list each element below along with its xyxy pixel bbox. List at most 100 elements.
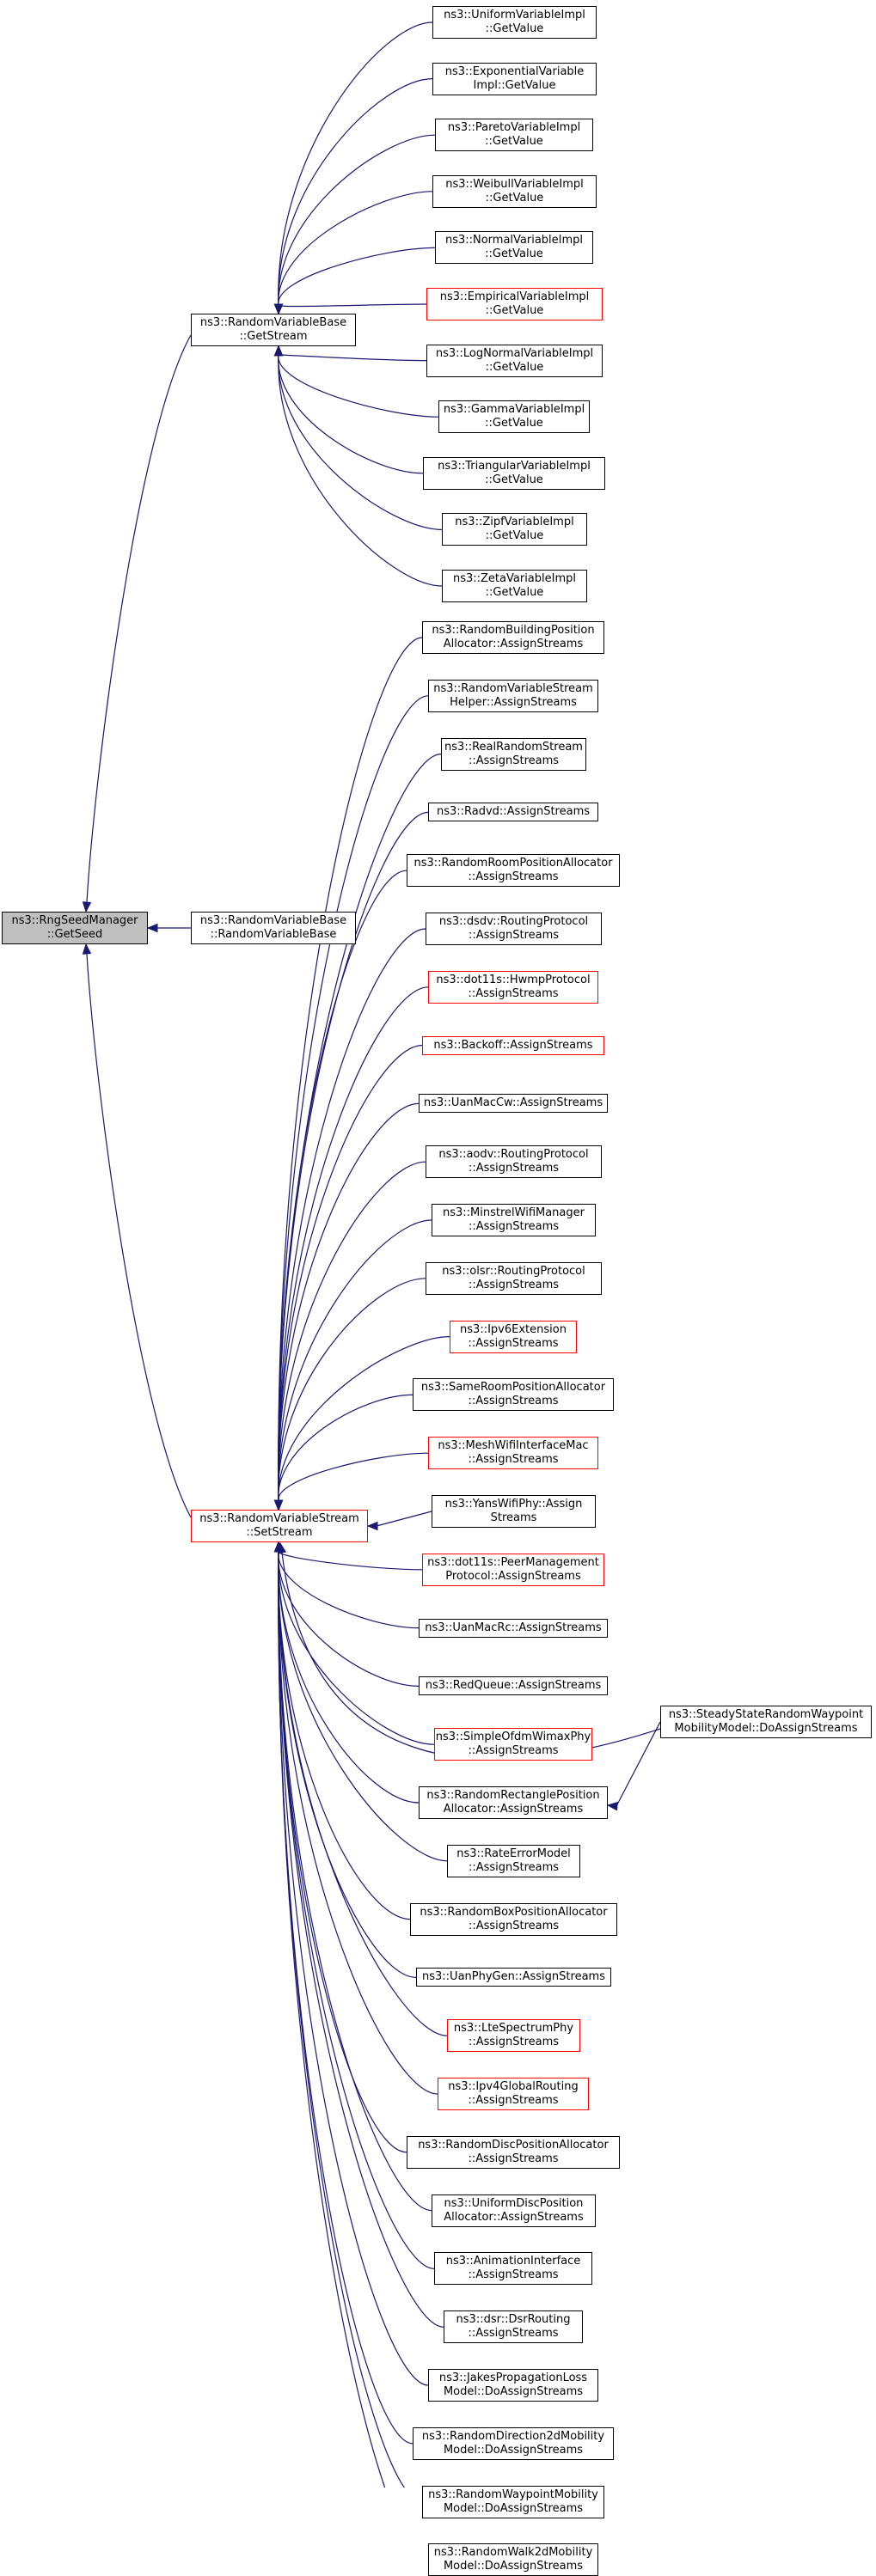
node-assignstreams-caller[interactable]: ns3::olsr::RoutingProtocol::AssignStream… — [426, 1261, 602, 1295]
node-assignstreams-caller[interactable]: ns3::Radvd::AssignStreams — [428, 803, 598, 822]
node-getvalue-caller[interactable]: ns3::LogNormalVariableImpl::GetValue — [426, 344, 603, 377]
node-line-2: ::AssignStreams — [468, 1860, 560, 1874]
getstream-to-root-arrowhead — [82, 901, 92, 913]
node-assignstreams-caller[interactable]: ns3::RandomBoxPositionAllocator::AssignS… — [410, 1902, 617, 1936]
node-assignstreams-caller[interactable]: ns3::AnimationInterface::AssignStreams — [434, 2252, 592, 2286]
assignstreams-edge — [278, 811, 429, 1502]
node-random-variable-base-constructor[interactable]: ns3::RandomVariableBase ::RandomVariable… — [191, 912, 356, 944]
node-assignstreams-caller[interactable]: ns3::dsdv::RoutingProtocol::AssignStream… — [426, 913, 602, 945]
node-line-1: ns3::NormalVariableImpl — [444, 234, 584, 247]
node-getvalue-caller[interactable]: ns3::TriangularVariableImpl::GetValue — [423, 456, 605, 490]
node-assignstreams-caller[interactable]: ns3::RateErrorModel::AssignStreams — [447, 1844, 580, 1877]
assignstreams-edge — [278, 1161, 426, 1502]
node-line-1: ns3::RealRandomStream — [444, 740, 583, 754]
getvalue-arrowhead — [273, 345, 284, 357]
assignstreams-edge — [278, 1336, 450, 1502]
getvalue-edge — [278, 191, 433, 306]
node-steady-state-random-waypoint[interactable]: ns3::SteadyStateRandomWaypoint MobilityM… — [660, 1706, 872, 1738]
node-line-2: ::GetValue — [485, 22, 544, 35]
assignstreams-edge — [278, 1550, 420, 1804]
node-line-1: ns3::RandomVariableStream — [433, 681, 593, 695]
node-line-1: ns3::SteadyStateRandomWaypoint — [668, 1708, 864, 1721]
node-line-2: Impl::GetValue — [473, 78, 556, 92]
node-getvalue-caller[interactable]: ns3::ZipfVariableImpl::GetValue — [442, 513, 587, 546]
node-getvalue-caller[interactable]: ns3::ZetaVariableImpl::GetValue — [442, 570, 587, 602]
node-assignstreams-caller[interactable]: ns3::Backoff::AssignStreams — [422, 1035, 604, 1055]
assignstreams-edge — [278, 1550, 438, 2095]
node-assignstreams-caller[interactable]: ns3::LteSpectrumPhy::AssignStreams — [447, 2019, 580, 2053]
assignstreams-arrowhead — [366, 1521, 378, 1531]
node-line-2: Model::DoAssignStreams — [443, 2385, 584, 2398]
node-assignstreams-caller[interactable]: ns3::aodv::RoutingProtocol::AssignStream… — [426, 1145, 602, 1179]
assignstreams-edge — [278, 1550, 448, 2036]
node-line-2: Streams — [490, 1511, 537, 1524]
node-assignstreams-caller[interactable]: ns3::UanMacCw::AssignStreams — [419, 1094, 608, 1114]
node-line-2: ::AssignStreams — [468, 2152, 559, 2165]
assignstreams-edge — [278, 1394, 413, 1502]
node-getvalue-caller[interactable]: ns3::UniformVariableImpl::GetValue — [432, 6, 597, 39]
node-getvalue-caller[interactable]: ns3::GammaVariableImpl::GetValue — [438, 400, 590, 434]
node-line-1: ns3::LogNormalVariableImpl — [435, 346, 594, 360]
node-line-1: ns3::ZetaVariableImpl — [452, 572, 576, 585]
node-line-2: ::GetValue — [485, 135, 543, 149]
node-getvalue-caller[interactable]: ns3::ParetoVariableImpl::GetValue — [435, 119, 593, 152]
node-assignstreams-caller[interactable]: ns3::MinstrelWifiManager::AssignStreams — [432, 1204, 596, 1236]
getvalue-edge — [278, 354, 424, 474]
node-assignstreams-caller[interactable]: ns3::UanPhyGen::AssignStreams — [416, 1968, 611, 1987]
node-assignstreams-caller[interactable]: ns3::dsr::DsrRouting::AssignStreams — [444, 2310, 583, 2344]
assignstreams-edge — [278, 870, 407, 1502]
getvalue-edge — [278, 303, 427, 308]
node-getvalue-caller[interactable]: ns3::WeibullVariableImpl::GetValue — [432, 174, 597, 208]
node-assignstreams-caller[interactable]: ns3::UanMacRc::AssignStreams — [419, 1618, 608, 1638]
node-assignstreams-caller[interactable]: ns3::SimpleOfdmWimaxPhy::AssignStreams — [434, 1728, 592, 1761]
node-line-1: ns3::EmpiricalVariableImpl — [439, 290, 590, 303]
getvalue-edge — [278, 134, 436, 306]
node-line-1: ns3::RandomDirection2dMobility — [421, 2429, 605, 2443]
node-line-1: ns3::RandomDiscPositionAllocator — [418, 2138, 609, 2152]
getvalue-edge — [278, 21, 433, 306]
node-assignstreams-caller[interactable]: ns3::RandomRoomPositionAllocator::Assign… — [407, 854, 620, 888]
node-assignstreams-caller[interactable]: ns3::RealRandomStream::AssignStreams — [441, 737, 586, 771]
node-line-1: ns3::UniformDiscPosition — [444, 2196, 584, 2210]
node-line-1: ns3::Ipv4GlobalRouting — [448, 2080, 579, 2093]
node-line-1: ns3::dsr::DsrRouting — [456, 2313, 571, 2327]
assignstreams-edge — [278, 695, 429, 1502]
node-assignstreams-caller[interactable]: ns3::dot11s::HwmpProtocol::AssignStreams — [428, 970, 598, 1004]
node-assignstreams-caller[interactable]: ns3::Ipv4GlobalRouting::AssignStreams — [438, 2078, 589, 2110]
rvbctor-to-root-arrowhead — [146, 923, 158, 933]
node-assignstreams-caller[interactable]: ns3::MeshWifiInterfaceMac::AssignStreams — [428, 1437, 598, 1470]
node-line-2: ::GetValue — [485, 473, 543, 486]
node-random-variable-base-getstream[interactable]: ns3::RandomVariableBase ::GetStream — [191, 314, 356, 346]
node-line-2: Allocator::AssignStreams — [444, 2210, 584, 2224]
node-line-1: ns3::RandomBuildingPosition — [432, 624, 595, 637]
node-assignstreams-caller[interactable]: ns3::RandomDiscPositionAllocator::Assign… — [407, 2135, 620, 2169]
node-line-2: ::GetValue — [485, 360, 544, 374]
node-random-variable-stream-setstream[interactable]: ns3::RandomVariableStream ::SetStream — [191, 1510, 368, 1542]
assignstreams-edge — [278, 1550, 435, 1745]
node-line-2: ::GetValue — [485, 304, 544, 317]
node-assignstreams-caller[interactable]: ns3::Ipv6Extension::AssignStreams — [450, 1320, 577, 1353]
node-line-2: ::AssignStreams — [468, 1336, 559, 1350]
node-assignstreams-caller[interactable]: ns3::RedQueue::AssignStreams — [419, 1676, 608, 1696]
assignstreams-edge — [278, 1045, 423, 1502]
node-line-2: ::AssignStreams — [468, 1220, 560, 1233]
node-line-2: ::AssignStreams — [468, 1744, 559, 1758]
node-getvalue-caller[interactable]: ns3::EmpiricalVariableImpl::GetValue — [426, 288, 603, 320]
node-line-2: MobilityModel::DoAssignStreams — [674, 1722, 858, 1735]
node-line-1: ns3::RandomVariableBase — [199, 316, 347, 329]
node-line-1: ns3::ZipfVariableImpl — [455, 516, 574, 529]
node-getvalue-caller[interactable]: ns3::NormalVariableImpl::GetValue — [435, 231, 593, 265]
node-assignstreams-caller[interactable]: ns3::SameRoomPositionAllocator::AssignSt… — [413, 1378, 614, 1412]
node-line-2: Model::DoAssignStreams — [443, 2443, 584, 2457]
